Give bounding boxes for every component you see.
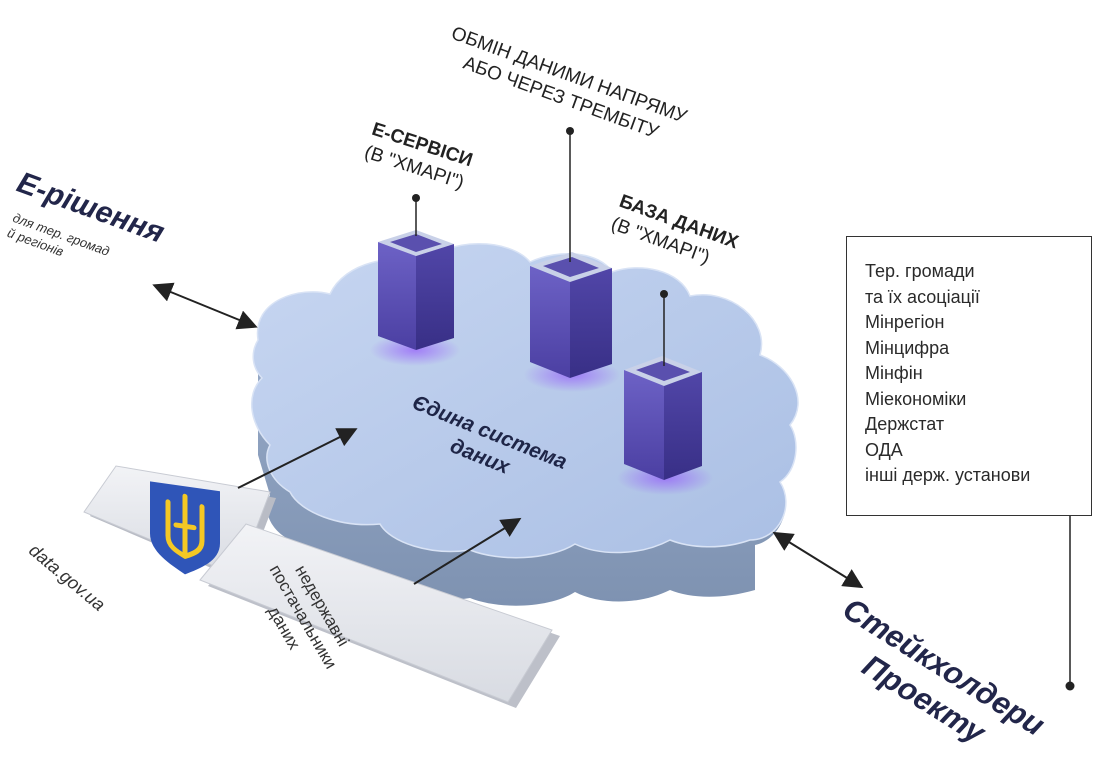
arrow-e-solutions: [152, 282, 258, 330]
stakeholder-item: інші держ. установи: [865, 465, 1031, 485]
diagram-canvas: [83, 127, 1075, 708]
pillar-e-services: [378, 230, 454, 350]
stakeholder-item: Мінфін: [865, 363, 923, 383]
stakeholder-item: Держстат: [865, 414, 945, 434]
stakeholder-item: Тер. громади: [865, 261, 975, 281]
pillar-data-exchange: [530, 252, 612, 378]
arrow-stakeholders: [772, 531, 864, 589]
stakeholders-box: Тер. громади та їх асоціації Мінрегіон М…: [846, 236, 1092, 516]
pin-dot-database: [660, 290, 668, 298]
cloud-top: [250, 243, 799, 559]
non-gov-card: [199, 523, 560, 708]
stakeholder-item: Мінрегіон: [865, 312, 945, 332]
stakeholder-item: ОДА: [865, 439, 903, 460]
trident-icon: [150, 481, 220, 575]
pin-dot-stakeholders: [1065, 681, 1075, 691]
stakeholder-item: Міекономіки: [865, 388, 967, 409]
stakeholder-item: та їх асоціації: [865, 286, 980, 307]
arrow-data-gov: [237, 428, 358, 489]
cloud-platform: [250, 243, 799, 606]
pillar-database: [624, 356, 702, 480]
pin-dot-data-exchange: [566, 127, 574, 135]
stakeholders-list: Тер. громади та їх асоціації Мінрегіон М…: [865, 259, 1091, 489]
arrow-non-gov: [413, 517, 522, 585]
pin-dot-e-services: [412, 194, 420, 202]
stakeholder-item: Мінцифра: [865, 337, 950, 358]
